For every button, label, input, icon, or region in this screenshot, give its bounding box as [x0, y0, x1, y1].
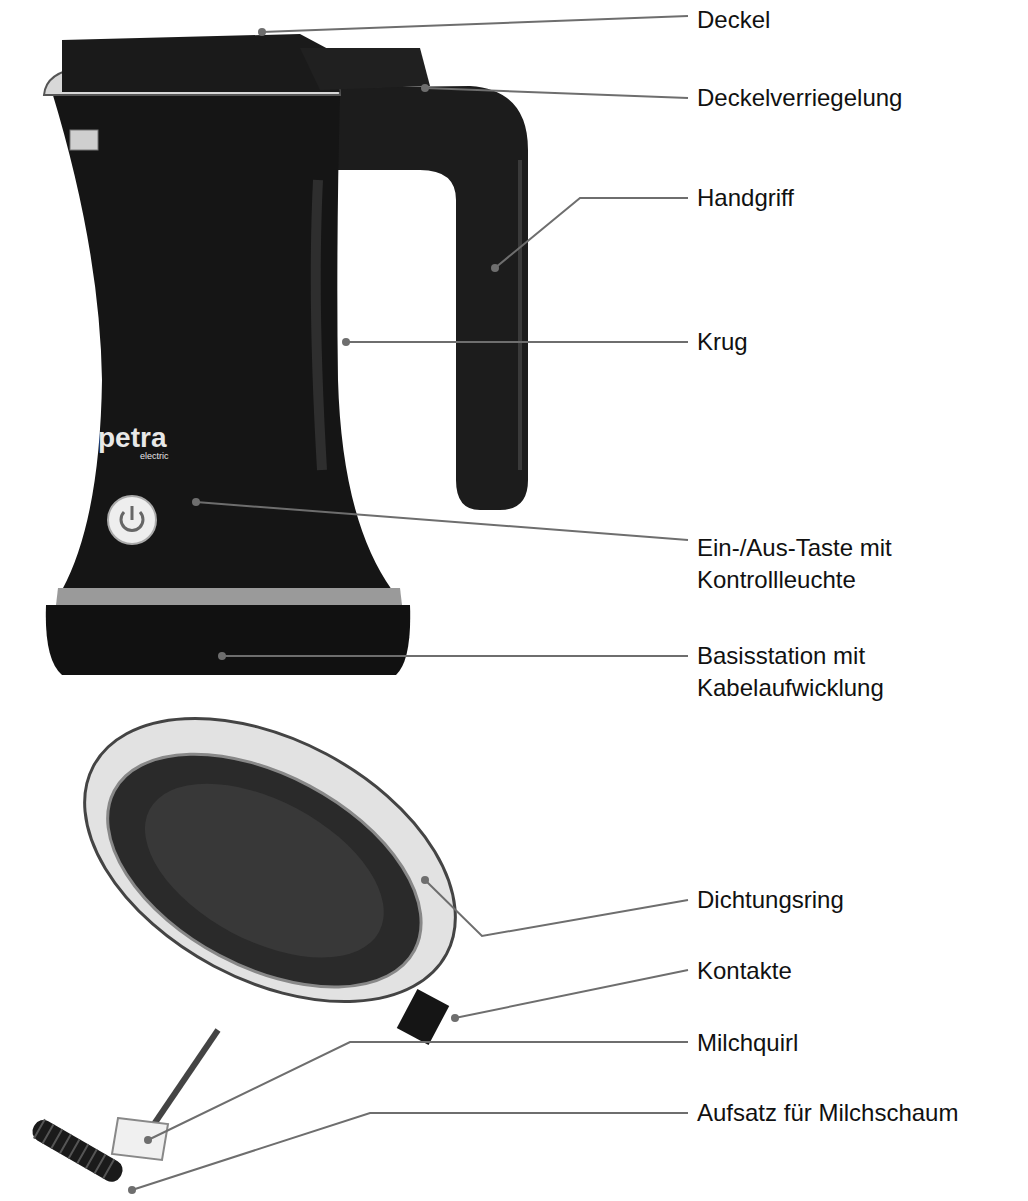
lid-tab [70, 130, 98, 150]
lid-assembly [37, 660, 503, 1060]
brand-subtitle: electric [140, 452, 169, 461]
part-label: Kontakte [697, 955, 1017, 987]
part-label: Ein-/Aus-Taste mit Kontrollleuchte [697, 532, 987, 596]
part-label: Deckelverriegelung [697, 82, 1017, 114]
part-label: Basisstation mit Kabelaufwicklung [697, 640, 987, 704]
leader-lines [132, 16, 688, 1190]
lid [62, 34, 340, 92]
power-icon [131, 506, 134, 520]
base-station [46, 605, 410, 675]
whisk-shaft [150, 1030, 218, 1130]
jug-highlight [316, 180, 322, 470]
whisk-coil [29, 1116, 127, 1185]
jug-body [52, 92, 392, 590]
part-label: Krug [697, 326, 1017, 358]
whisk-holder [112, 1118, 168, 1160]
handle-highlight [518, 160, 522, 470]
part-label: Handgriff [697, 182, 1017, 214]
brand-logo: petra [98, 424, 166, 452]
contacts [397, 989, 449, 1045]
lid-lock [300, 48, 430, 90]
part-label: Deckel [697, 4, 1017, 36]
leader-dots [128, 28, 499, 1194]
base-stripe [56, 588, 402, 605]
part-label: Aufsatz für Milchschaum [697, 1097, 1017, 1129]
power-button [108, 496, 156, 544]
part-label: Dichtungsring [697, 884, 1017, 916]
part-label: Milchquirl [697, 1027, 1017, 1059]
